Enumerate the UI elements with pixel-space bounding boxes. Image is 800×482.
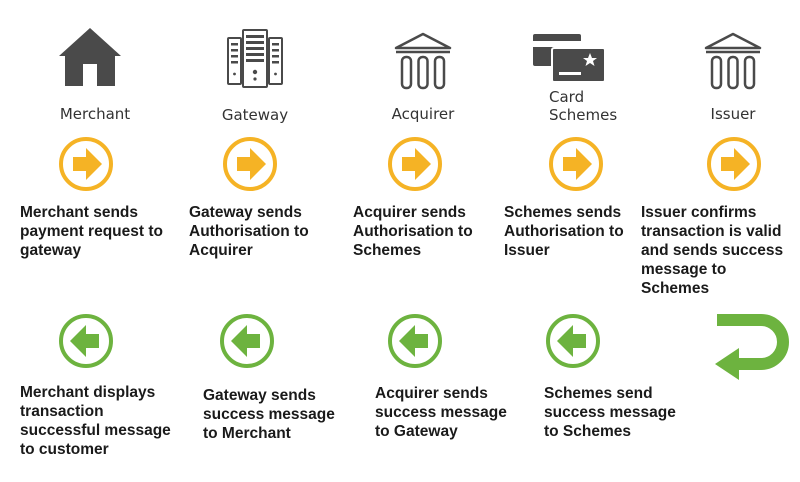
entity-label-gateway: Gateway xyxy=(221,106,289,124)
u-turn-arrow-icon xyxy=(715,314,789,380)
entity-label-acquirer: Acquirer xyxy=(391,105,455,123)
green-back-arrow-icon xyxy=(220,314,274,368)
return-step-text: Merchant displays transaction successful… xyxy=(20,384,171,458)
entity-label-issuer: Issuer xyxy=(710,105,756,123)
house-icon xyxy=(59,28,121,86)
green-back-arrow-icon xyxy=(59,314,113,368)
green-back-arrow-icon xyxy=(546,314,600,368)
return-step-text: Schemes send success message to Schemes xyxy=(544,385,676,440)
orange-forward-arrow-icon xyxy=(388,137,442,191)
forward-step-text: Merchant sends payment request to gatewa… xyxy=(20,204,163,259)
forward-step-text: Acquirer sends Authorisation to Schemes xyxy=(353,204,473,259)
bank-icon xyxy=(394,32,452,90)
entity-label-card-schemes: Card Schemes xyxy=(549,88,618,124)
return-step-text: Gateway sends success message to Merchan… xyxy=(203,387,335,442)
orange-forward-arrow-icon xyxy=(707,137,761,191)
credit-cards-icon xyxy=(533,34,606,83)
return-step-text: Acquirer sends success message to Gatewa… xyxy=(375,385,507,440)
orange-forward-arrow-icon xyxy=(223,137,277,191)
forward-step-text: Issuer confirms transaction is valid and… xyxy=(641,204,784,297)
bank-icon xyxy=(704,32,762,90)
forward-step-text: Schemes sends Authorisation to Issuer xyxy=(504,204,624,259)
orange-forward-arrow-icon xyxy=(59,137,113,191)
orange-forward-arrow-icon xyxy=(549,137,603,191)
green-back-arrow-icon xyxy=(388,314,442,368)
entity-label-merchant: Merchant xyxy=(59,105,131,123)
server-rack-icon xyxy=(227,29,283,88)
forward-step-text: Gateway sends Authorisation to Acquirer xyxy=(189,204,309,259)
